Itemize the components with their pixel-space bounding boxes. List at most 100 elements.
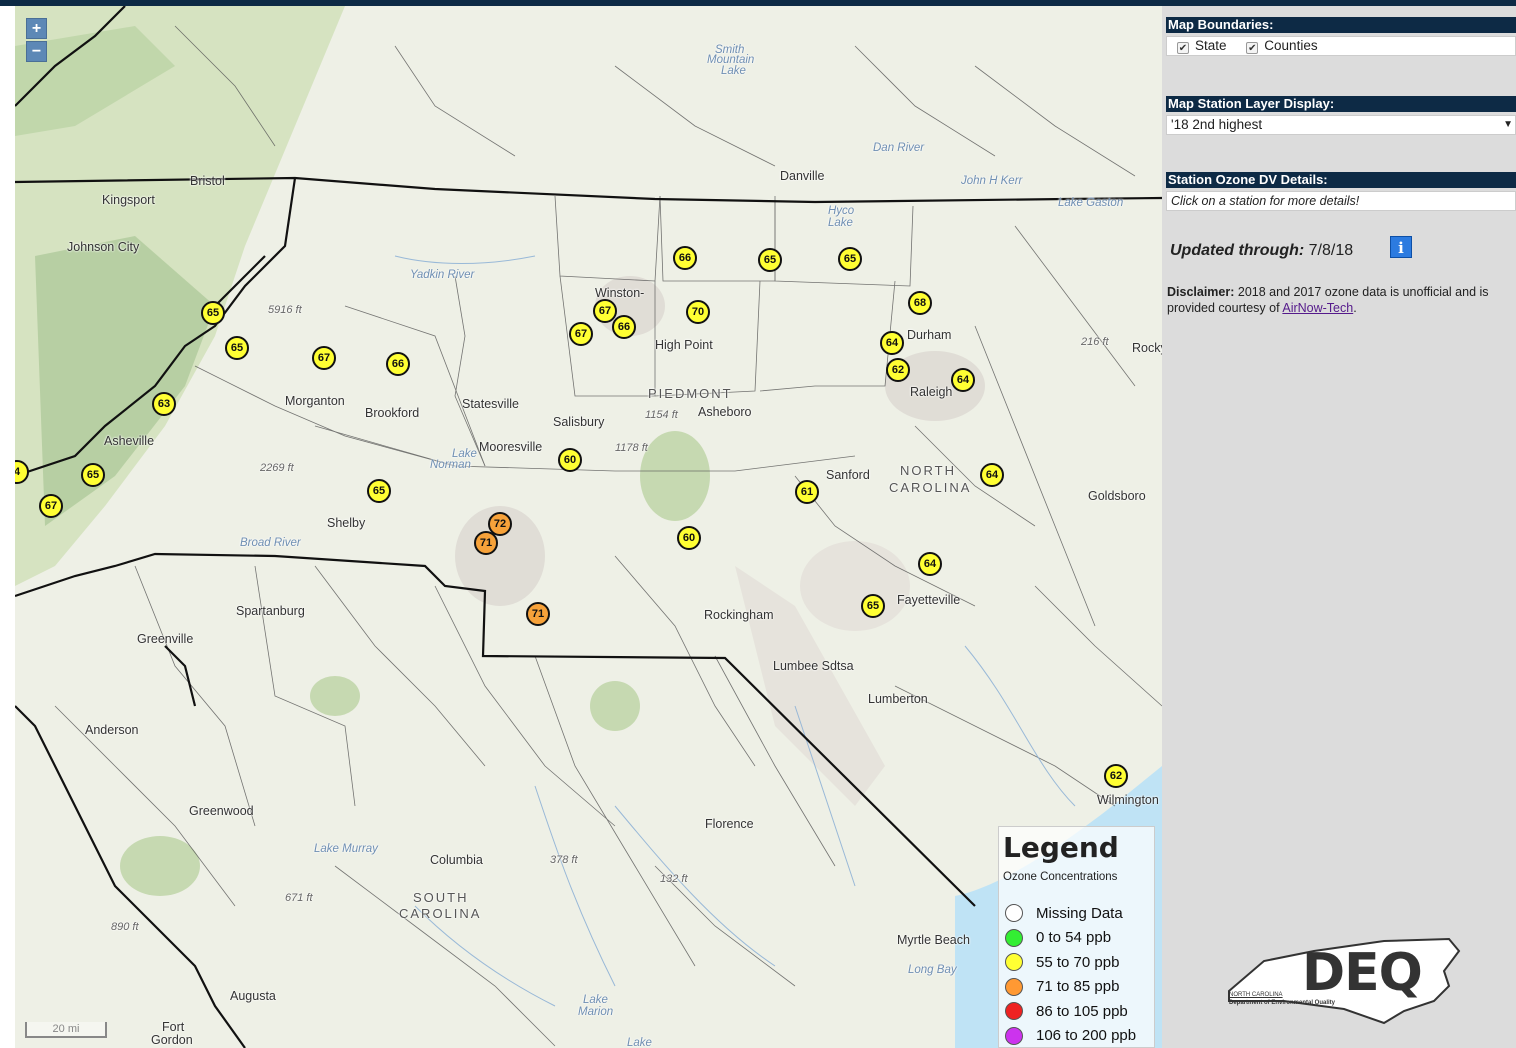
counties-checkbox[interactable]: ✔: [1246, 42, 1259, 54]
disclaimer-label: Disclaimer:: [1167, 285, 1235, 299]
legend-label: 0 to 54 ppb: [1036, 929, 1112, 946]
station-marker[interactable]: 64: [980, 463, 1004, 487]
station-marker[interactable]: 60: [677, 526, 701, 550]
station-marker[interactable]: 66: [673, 246, 697, 270]
station-marker[interactable]: 67: [39, 494, 63, 518]
city-label: Bristol: [190, 174, 225, 188]
station-marker[interactable]: 63: [152, 392, 176, 416]
state-checkbox[interactable]: ✔: [1177, 42, 1189, 54]
station-layer-header: Map Station Layer Display:: [1166, 96, 1516, 112]
city-label: Spartanburg: [236, 604, 305, 618]
region-label: SOUTH: [413, 890, 469, 905]
water-label: Broad River: [240, 537, 301, 549]
legend: Legend Ozone Concentrations Missing Data…: [998, 826, 1155, 1048]
station-marker[interactable]: 66: [612, 315, 636, 339]
region-label: CAROLINA: [399, 906, 482, 921]
region-label: PIEDMONT: [648, 386, 733, 401]
logo-sub2: Department of Environmental Quality: [1229, 1000, 1336, 1006]
map-base: [15, 6, 1162, 1048]
station-marker[interactable]: 62: [1104, 764, 1128, 788]
legend-label: 71 to 85 ppb: [1036, 978, 1120, 995]
water-label: Hyco: [828, 205, 855, 217]
city-label: Rockingham: [704, 608, 774, 622]
station-marker[interactable]: 65: [225, 336, 249, 360]
airnow-tech-link[interactable]: AirNow-Tech: [1282, 301, 1354, 315]
legend-swatch: [1005, 1002, 1023, 1020]
city-label: Danville: [780, 169, 825, 183]
info-icon[interactable]: i: [1390, 236, 1412, 258]
city-label: Winston-: [595, 286, 645, 300]
legend-swatch: [1005, 953, 1023, 971]
city-label: Mooresville: [479, 440, 543, 454]
city-label: Durham: [907, 328, 952, 342]
station-marker[interactable]: 62: [886, 358, 910, 382]
legend-swatch: [1005, 904, 1023, 922]
legend-label: Missing Data: [1036, 904, 1123, 922]
water-label: Dan River: [873, 142, 925, 154]
legend-item: 86 to 105 ppb: [1005, 1001, 1128, 1021]
disclaimer-text: 2018 and 2017 ozone data is unofficial a…: [1167, 285, 1489, 315]
station-marker[interactable]: 65: [758, 248, 782, 272]
water-label: Smith: [715, 44, 745, 56]
station-marker[interactable]: 67: [593, 299, 617, 323]
city-label: Florence: [705, 817, 754, 831]
station-marker[interactable]: 64: [918, 552, 942, 576]
station-marker[interactable]: 67: [569, 322, 593, 346]
city-label: Greenville: [137, 632, 194, 646]
water-label: Lake: [452, 448, 477, 460]
water-label: Lake: [583, 994, 608, 1006]
zoom-in-button[interactable]: +: [26, 18, 47, 39]
station-marker[interactable]: 65: [367, 479, 391, 503]
water-label: John H Kerr: [961, 175, 1023, 187]
station-marker[interactable]: 68: [908, 291, 932, 315]
updated-label: Updated through:: [1170, 242, 1305, 259]
legend-swatch: [1005, 928, 1023, 947]
logo-sub1: NORTH CAROLINA: [1229, 992, 1283, 998]
legend-label: 86 to 105 ppb: [1036, 1002, 1128, 1020]
water-label: Lake: [627, 1037, 652, 1048]
city-label: Lumberton: [868, 692, 928, 706]
side-panel: Map Boundaries: ✔State ✔Counties Map Sta…: [1162, 6, 1516, 1048]
station-marker[interactable]: 65: [861, 594, 885, 618]
station-marker[interactable]: 72: [488, 512, 512, 536]
state-label: State: [1195, 38, 1227, 53]
city-label: Shelby: [327, 516, 366, 530]
station-marker[interactable]: 65: [201, 301, 225, 325]
city-label: Statesville: [462, 397, 519, 411]
boundaries-options: ✔ State ✔ Counties: [1166, 36, 1516, 56]
elevation-label: 1178 ft: [615, 442, 648, 454]
legend-item: 106 to 200 ppb: [1005, 1026, 1136, 1046]
deq-logo: DEQ NORTH CAROLINA Department of Environ…: [1224, 931, 1464, 1026]
legend-subtitle: Ozone Concentrations: [1003, 871, 1118, 883]
city-label: Asheboro: [698, 405, 752, 419]
station-marker[interactable]: 60: [558, 448, 582, 472]
chevron-down-icon: ▼: [1503, 119, 1513, 130]
city-label: Johnson City: [67, 240, 140, 254]
station-marker[interactable]: 65: [81, 463, 105, 487]
updated-row: Updated through: 7/8/18: [1170, 242, 1353, 260]
station-marker[interactable]: 66: [386, 352, 410, 376]
city-label: Raleigh: [910, 385, 953, 399]
station-marker[interactable]: 65: [838, 247, 862, 271]
water-label: Norman: [430, 459, 471, 471]
station-marker[interactable]: 64: [880, 331, 904, 355]
top-bar: [0, 0, 1516, 6]
zoom-out-button[interactable]: −: [26, 41, 47, 62]
city-label: Kingsport: [102, 193, 155, 207]
station-marker[interactable]: 64: [951, 368, 975, 392]
city-label: Columbia: [430, 853, 483, 867]
station-marker[interactable]: 71: [474, 531, 498, 555]
city-label: Augusta: [230, 989, 276, 1003]
counties-label: Counties: [1264, 38, 1318, 53]
station-marker[interactable]: 71: [526, 602, 550, 626]
station-marker[interactable]: 70: [686, 300, 710, 324]
details-hint: Click on a station for more details!: [1166, 191, 1516, 211]
station-layer-select[interactable]: '18 2nd highest ▼: [1166, 115, 1516, 135]
station-marker[interactable]: 61: [795, 480, 819, 504]
legend-label: 106 to 200 ppb: [1036, 1027, 1137, 1044]
legend-swatch: [1005, 977, 1023, 996]
elevation-label: 216 ft: [1081, 336, 1109, 348]
city-label: Gordon: [151, 1033, 193, 1047]
station-marker[interactable]: 67: [312, 346, 336, 370]
